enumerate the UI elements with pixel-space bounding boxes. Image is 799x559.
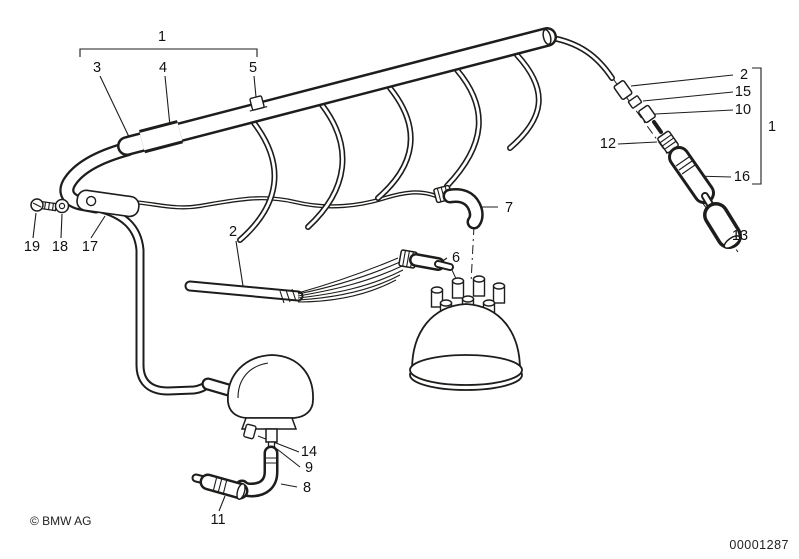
callout-5: 5 bbox=[248, 59, 258, 76]
tube-bent-end bbox=[59, 141, 135, 214]
cover-clip-14 bbox=[243, 423, 257, 440]
straight-connector-11 bbox=[191, 473, 249, 500]
callout-1-top: 1 bbox=[157, 28, 167, 45]
coil-connectors bbox=[191, 445, 279, 500]
ignition-coil-cover bbox=[201, 354, 314, 451]
tube-clamp bbox=[249, 95, 268, 112]
terminal-washer-15 bbox=[627, 95, 643, 109]
plug-boot-13 bbox=[703, 202, 742, 249]
callout-7: 7 bbox=[504, 199, 514, 216]
callout-6: 6 bbox=[451, 249, 461, 266]
callout-11: 11 bbox=[210, 511, 226, 528]
terminal-chain bbox=[613, 80, 742, 249]
callout-12: 12 bbox=[599, 135, 617, 152]
distributor-cap bbox=[409, 275, 523, 391]
callout-9: 9 bbox=[304, 459, 314, 476]
bracket-screw bbox=[30, 198, 58, 212]
callout-13: 13 bbox=[731, 227, 749, 244]
signal-cable bbox=[97, 190, 439, 210]
cover-stub-9 bbox=[265, 428, 278, 443]
terminal-sleeve-16 bbox=[668, 146, 715, 204]
callout-10: 10 bbox=[734, 101, 752, 118]
callout-15: 15 bbox=[734, 83, 752, 100]
bracket-washer bbox=[54, 198, 70, 214]
wire-bundle bbox=[184, 257, 404, 304]
callout-8: 8 bbox=[302, 479, 312, 496]
callout-14: 14 bbox=[300, 443, 318, 460]
hose-loop bbox=[93, 203, 213, 396]
callout-2-mid: 2 bbox=[228, 223, 238, 240]
callout-19: 19 bbox=[23, 238, 41, 255]
mounting-bracket bbox=[76, 189, 140, 218]
terminal-nut-2 bbox=[613, 80, 633, 100]
spark-plug-connector-straight bbox=[398, 249, 454, 271]
callout-1-right: 1 bbox=[767, 118, 777, 135]
callout-17: 17 bbox=[81, 238, 99, 255]
callout-2-right: 2 bbox=[739, 66, 749, 83]
callout-16: 16 bbox=[733, 168, 751, 185]
elbow-connector-8 bbox=[234, 445, 279, 498]
drawing-number: 00001287 bbox=[729, 538, 789, 552]
callout-3: 3 bbox=[92, 59, 102, 76]
spark-plug-connector-elbow bbox=[433, 184, 484, 230]
terminal-nut-10 bbox=[638, 104, 656, 124]
callout-18: 18 bbox=[51, 238, 69, 255]
leader-lines bbox=[32, 48, 762, 512]
callout-4: 4 bbox=[158, 59, 168, 76]
main-cable-tube bbox=[117, 27, 557, 156]
copyright-notice: © BMW AG bbox=[30, 514, 92, 528]
